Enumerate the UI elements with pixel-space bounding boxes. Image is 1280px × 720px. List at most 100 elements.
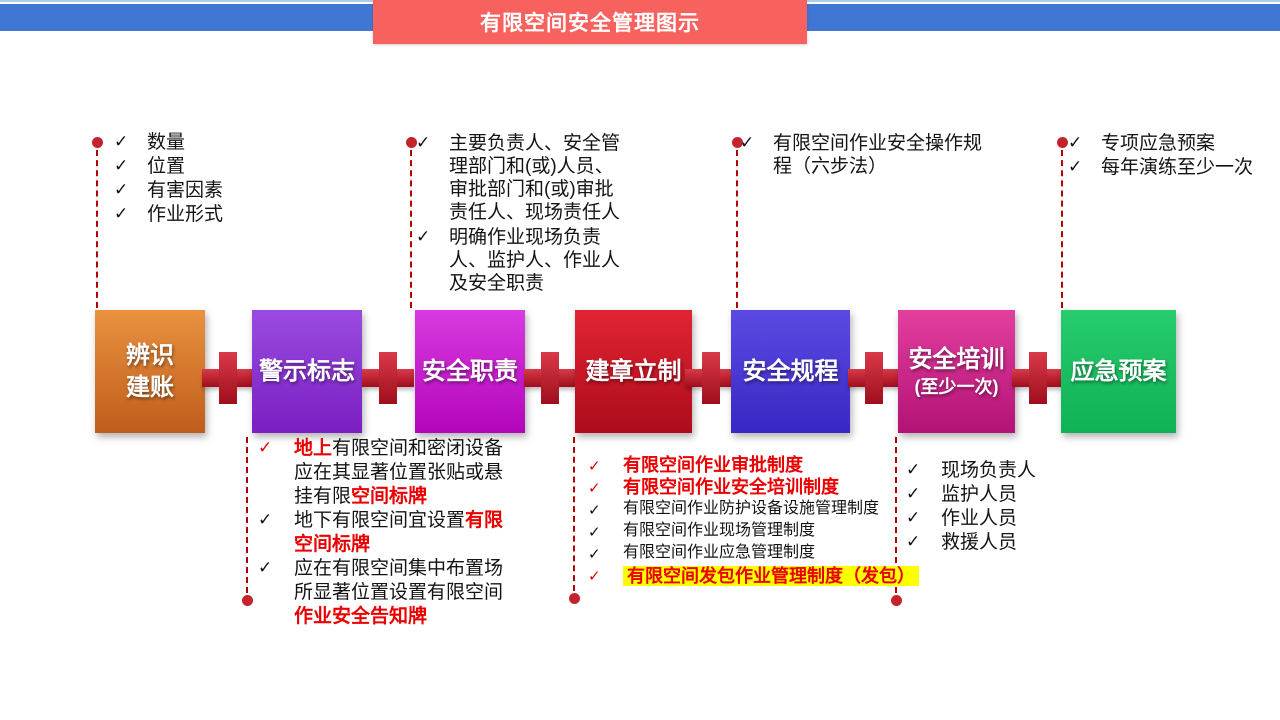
list-item: ✓ 专项应急预案 bbox=[1068, 132, 1253, 156]
list-item: ✓ 位置 bbox=[114, 155, 223, 179]
list-item: ✓ 应在有限空间集中布置场所显著位置设置有限空间作业安全告知牌 bbox=[258, 557, 512, 629]
plus-icon bbox=[362, 352, 414, 404]
check-icon: ✓ bbox=[1068, 157, 1083, 176]
plus-icon bbox=[1012, 352, 1064, 404]
page-title: 有限空间安全管理图示 bbox=[480, 12, 700, 35]
plus-icon bbox=[848, 352, 900, 404]
check-icon: ✓ bbox=[258, 558, 273, 577]
list-item: ✓ 有限空间作业审批制度 bbox=[588, 456, 919, 475]
note-list-personnel: ✓ 现场负责人 ✓ 监护人员 ✓ 作业人员 ✓ 救援人员 bbox=[906, 459, 1036, 555]
note-text: 每年演练至少一次 bbox=[1101, 157, 1254, 178]
note-text: 现场负责人 bbox=[941, 460, 1037, 481]
check-icon: ✓ bbox=[588, 458, 601, 475]
plus-icon bbox=[685, 352, 737, 404]
note-text: 有限空间作业安全操作规程（六步法） bbox=[773, 133, 983, 177]
check-icon: ✓ bbox=[114, 204, 129, 223]
check-icon: ✓ bbox=[740, 133, 755, 152]
note-text-highlighted: 有限空间发包作业管理制度（发包） bbox=[623, 566, 919, 586]
flow-box-training-label: 安全培训 bbox=[908, 345, 1005, 373]
note-list-signs: ✓ 地上有限空间和密闭设备应在其显著位置张贴或悬挂有限空间标牌 ✓ 地下有限空间… bbox=[258, 437, 512, 629]
list-item: ✓ 有限空间作业安全操作规程（六步法） bbox=[740, 132, 988, 178]
note-text: 救援人员 bbox=[941, 532, 1018, 553]
flow-box-rules: 建章立制 bbox=[575, 310, 692, 433]
check-icon: ✓ bbox=[416, 133, 431, 152]
connector-dot bbox=[242, 595, 253, 606]
note-list-procedure: ✓ 有限空间作业安全操作规程（六步法） bbox=[740, 132, 988, 178]
note-text: 主要负责人、安全管理部门和(或)人员、审批部门和(或)审批责任人、现场责任人 bbox=[449, 133, 621, 223]
check-icon: ✓ bbox=[906, 532, 921, 551]
check-icon: ✓ bbox=[588, 524, 601, 541]
connector-line bbox=[895, 437, 897, 593]
connector-dot bbox=[891, 595, 902, 606]
check-icon: ✓ bbox=[588, 568, 601, 585]
connector-dot bbox=[1057, 137, 1068, 148]
connector-line bbox=[410, 150, 412, 308]
note-text: 地下有限空间宜设置有限空间标牌 bbox=[294, 509, 512, 557]
note-text: 专项应急预案 bbox=[1101, 133, 1216, 154]
note-text-red: 空间标牌 bbox=[351, 486, 428, 507]
list-item: ✓ 监护人员 bbox=[906, 483, 1036, 507]
list-item: ✓ 作业人员 bbox=[906, 507, 1036, 531]
check-icon: ✓ bbox=[258, 438, 273, 457]
check-icon: ✓ bbox=[114, 132, 129, 151]
note-text: 地上有限空间和密闭设备应在其显著位置张贴或悬挂有限空间标牌 bbox=[294, 437, 512, 509]
note-text-red: 作业安全告知牌 bbox=[294, 606, 428, 627]
connector-dot bbox=[732, 137, 743, 148]
note-text-red: 有限空间标牌 bbox=[294, 510, 504, 555]
connector-line bbox=[96, 150, 98, 308]
note-text: 有限空间作业防护设备设施管理制度 bbox=[623, 500, 880, 517]
note-text-body: 有限空间和密闭设备应在其显著位置张贴或悬挂有限 bbox=[294, 438, 504, 507]
connector-line bbox=[736, 150, 738, 308]
note-text: 有害因素 bbox=[147, 180, 224, 201]
note-text: 数量 bbox=[147, 132, 186, 153]
note-text: 明确作业现场负责人、监护人、作业人及安全职责 bbox=[449, 227, 621, 294]
connector-line bbox=[573, 437, 575, 591]
title-banner: 有限空间安全管理图示 bbox=[373, 0, 807, 44]
note-text: 作业人员 bbox=[941, 508, 1018, 529]
note-list-emergency: ✓ 专项应急预案 ✓ 每年演练至少一次 bbox=[1068, 132, 1253, 180]
check-icon: ✓ bbox=[906, 460, 921, 479]
note-text: 有限空间作业安全培训制度 bbox=[623, 477, 839, 497]
list-item: ✓ 每年演练至少一次 bbox=[1068, 156, 1253, 180]
note-list-identify: ✓ 数量 ✓ 位置 ✓ 有害因素 ✓ 作业形式 bbox=[114, 131, 223, 227]
flow-box-training: 安全培训 (至少一次) bbox=[898, 310, 1015, 433]
check-icon: ✓ bbox=[588, 480, 601, 497]
check-icon: ✓ bbox=[258, 510, 273, 529]
check-icon: ✓ bbox=[416, 227, 431, 246]
check-icon: ✓ bbox=[1068, 133, 1083, 152]
connector-line bbox=[246, 437, 248, 593]
plus-icon bbox=[202, 352, 254, 404]
note-text: 有限空间作业现场管理制度 bbox=[623, 522, 816, 539]
list-item: ✓ 救援人员 bbox=[906, 531, 1036, 555]
check-icon: ✓ bbox=[114, 180, 129, 199]
list-item: ✓ 主要负责人、安全管理部门和(或)人员、审批部门和(或)审批责任人、现场责任人 bbox=[416, 132, 629, 224]
connector-dot bbox=[569, 593, 580, 604]
flow-box-identify: 辨识 建账 bbox=[95, 310, 205, 433]
connector-dot bbox=[92, 137, 103, 148]
check-icon: ✓ bbox=[114, 156, 129, 175]
note-text-body: 地下有限空间宜设置 bbox=[294, 510, 466, 531]
flow-box-training-sub: (至少一次) bbox=[914, 376, 999, 397]
list-item: ✓ 有限空间作业现场管理制度 bbox=[588, 522, 919, 541]
list-item: ✓ 有限空间发包作业管理制度（发包） bbox=[588, 566, 919, 586]
connector-line bbox=[1061, 150, 1063, 308]
list-item: ✓ 数量 bbox=[114, 131, 223, 155]
note-list-duty: ✓ 主要负责人、安全管理部门和(或)人员、审批部门和(或)审批责任人、现场责任人… bbox=[416, 132, 629, 297]
list-item: ✓ 明确作业现场负责人、监护人、作业人及安全职责 bbox=[416, 226, 629, 295]
check-icon: ✓ bbox=[588, 546, 601, 563]
note-text-body: 应在有限空间集中布置场所显著位置设置有限空间 bbox=[294, 558, 504, 603]
list-item: ✓ 有限空间作业防护设备设施管理制度 bbox=[588, 500, 919, 519]
note-text: 作业形式 bbox=[147, 204, 224, 225]
connector-dot bbox=[406, 137, 417, 148]
check-icon: ✓ bbox=[906, 508, 921, 527]
note-text: 监护人员 bbox=[941, 484, 1018, 505]
note-text: 应在有限空间集中布置场所显著位置设置有限空间作业安全告知牌 bbox=[294, 557, 512, 629]
list-item: ✓ 有限空间作业应急管理制度 bbox=[588, 544, 919, 563]
note-text: 位置 bbox=[147, 156, 186, 177]
list-item: ✓ 现场负责人 bbox=[906, 459, 1036, 483]
flow-box-warning-signs: 警示标志 bbox=[252, 310, 362, 433]
list-item: ✓ 有害因素 bbox=[114, 179, 223, 203]
check-icon: ✓ bbox=[906, 484, 921, 503]
list-item: ✓ 作业形式 bbox=[114, 203, 223, 227]
